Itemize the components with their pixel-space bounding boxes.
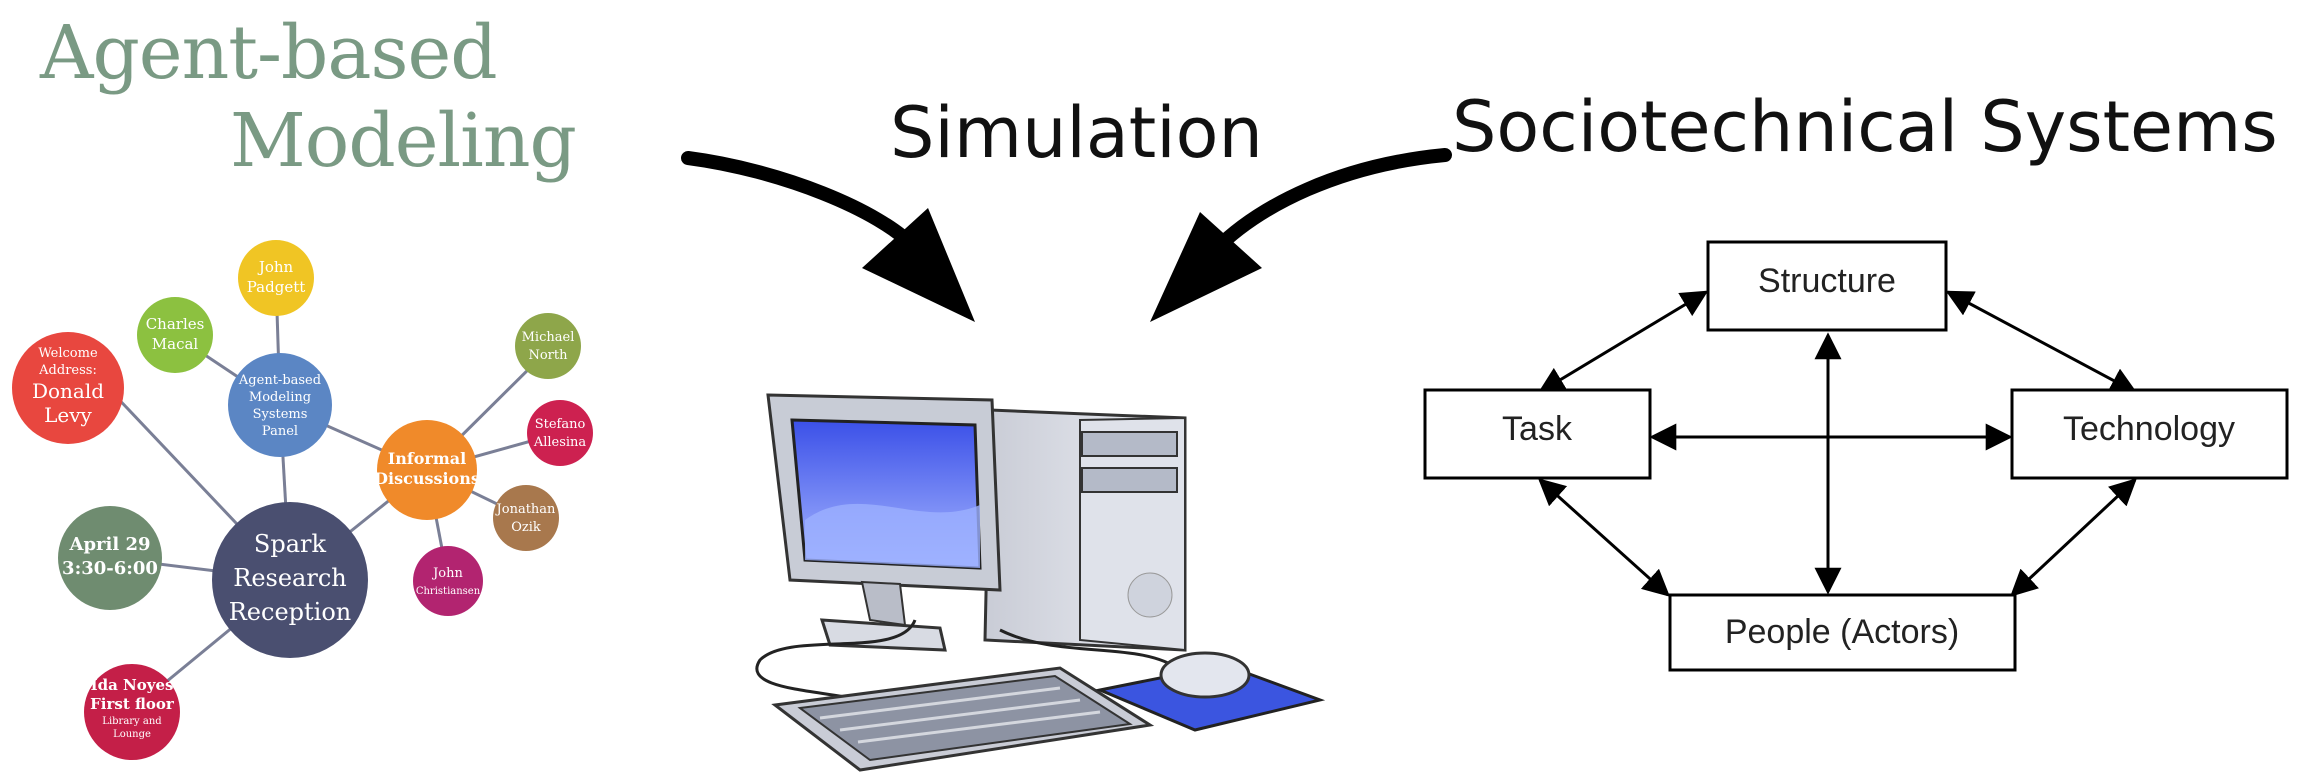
network-node-allesina: Stefano Allesina xyxy=(527,400,593,466)
svg-text:People (Actors): People (Actors) xyxy=(1725,613,1959,651)
svg-text:John: John xyxy=(257,258,294,276)
svg-text:Stefano: Stefano xyxy=(535,417,586,432)
svg-text:John: John xyxy=(431,566,463,581)
svg-text:Donald: Donald xyxy=(32,379,104,403)
svg-text:Structure: Structure xyxy=(1758,262,1896,300)
svg-text:Modeling: Modeling xyxy=(249,390,311,405)
svg-text:First floor: First floor xyxy=(90,695,175,713)
svg-text:Charles: Charles xyxy=(146,315,205,333)
svg-text:Discussions: Discussions xyxy=(374,469,480,488)
svg-text:North: North xyxy=(528,348,568,363)
svg-text:Agent-based: Agent-based xyxy=(238,373,321,388)
sts-box-task: Task xyxy=(1423,388,1652,480)
network-node-april: April 29 3:30-6:00 xyxy=(58,506,162,610)
network-node-welcome: Welcome Address: Donald Levy xyxy=(12,332,124,444)
network-node-north: Michael North xyxy=(515,313,581,379)
sts-arrows xyxy=(1537,290,2138,597)
network-node-macal: Charles Macal xyxy=(137,297,213,373)
svg-text:Michael: Michael xyxy=(522,330,575,345)
svg-text:Technology: Technology xyxy=(2063,410,2235,448)
svg-text:Systems: Systems xyxy=(253,407,308,422)
agent-based-title-line2: Modeling xyxy=(230,98,577,184)
svg-text:Lounge: Lounge xyxy=(113,729,151,740)
svg-text:Research: Research xyxy=(233,564,346,592)
svg-text:Welcome: Welcome xyxy=(38,346,98,361)
arrow-from-abm xyxy=(681,151,975,322)
agent-based-title-line1: Agent-based xyxy=(40,10,498,96)
svg-text:Library and: Library and xyxy=(102,716,162,727)
svg-text:3:30-6:00: 3:30-6:00 xyxy=(62,558,158,579)
svg-text:Allesina: Allesina xyxy=(533,435,587,450)
svg-text:Informal: Informal xyxy=(388,449,466,468)
network-node-panel: Agent-based Modeling Systems Panel xyxy=(228,353,332,457)
simulation-label: Simulation xyxy=(890,92,1263,174)
sts-box-structure: Structure xyxy=(1706,240,1948,332)
svg-text:Ida Noyes: Ida Noyes xyxy=(91,676,174,694)
svg-text:Jonathan: Jonathan xyxy=(495,502,557,517)
sts-box-people: People (Actors) xyxy=(1668,593,2017,672)
svg-text:Macal: Macal xyxy=(152,335,199,353)
network-node-christiansen: John Christiansen xyxy=(413,546,483,616)
sts-box-technology: Technology xyxy=(2010,388,2289,480)
svg-text:Panel: Panel xyxy=(262,424,298,439)
network-node-discussions: Informal Discussions xyxy=(374,420,480,520)
svg-text:Spark: Spark xyxy=(254,530,327,558)
svg-text:Reception: Reception xyxy=(229,598,352,626)
svg-text:Padgett: Padgett xyxy=(247,278,306,296)
sociotechnical-systems-label: Sociotechnical Systems xyxy=(1452,86,2278,168)
network-node-reception: Spark Research Reception xyxy=(212,502,368,658)
svg-text:Christiansen: Christiansen xyxy=(416,586,481,597)
svg-text:Ozik: Ozik xyxy=(511,520,541,535)
network-node-noyes: Ida Noyes First floor Library and Lounge xyxy=(84,664,180,760)
svg-text:Address:: Address: xyxy=(38,363,97,378)
svg-text:Task: Task xyxy=(1502,410,1573,448)
svg-text:April 29: April 29 xyxy=(68,534,150,555)
network-node-padgett: John Padgett xyxy=(238,240,314,316)
svg-text:Levy: Levy xyxy=(44,403,92,427)
computer-icon xyxy=(755,393,1326,772)
network-node-ozik: Jonathan Ozik xyxy=(493,485,559,551)
arrow-from-sts xyxy=(1150,148,1452,322)
